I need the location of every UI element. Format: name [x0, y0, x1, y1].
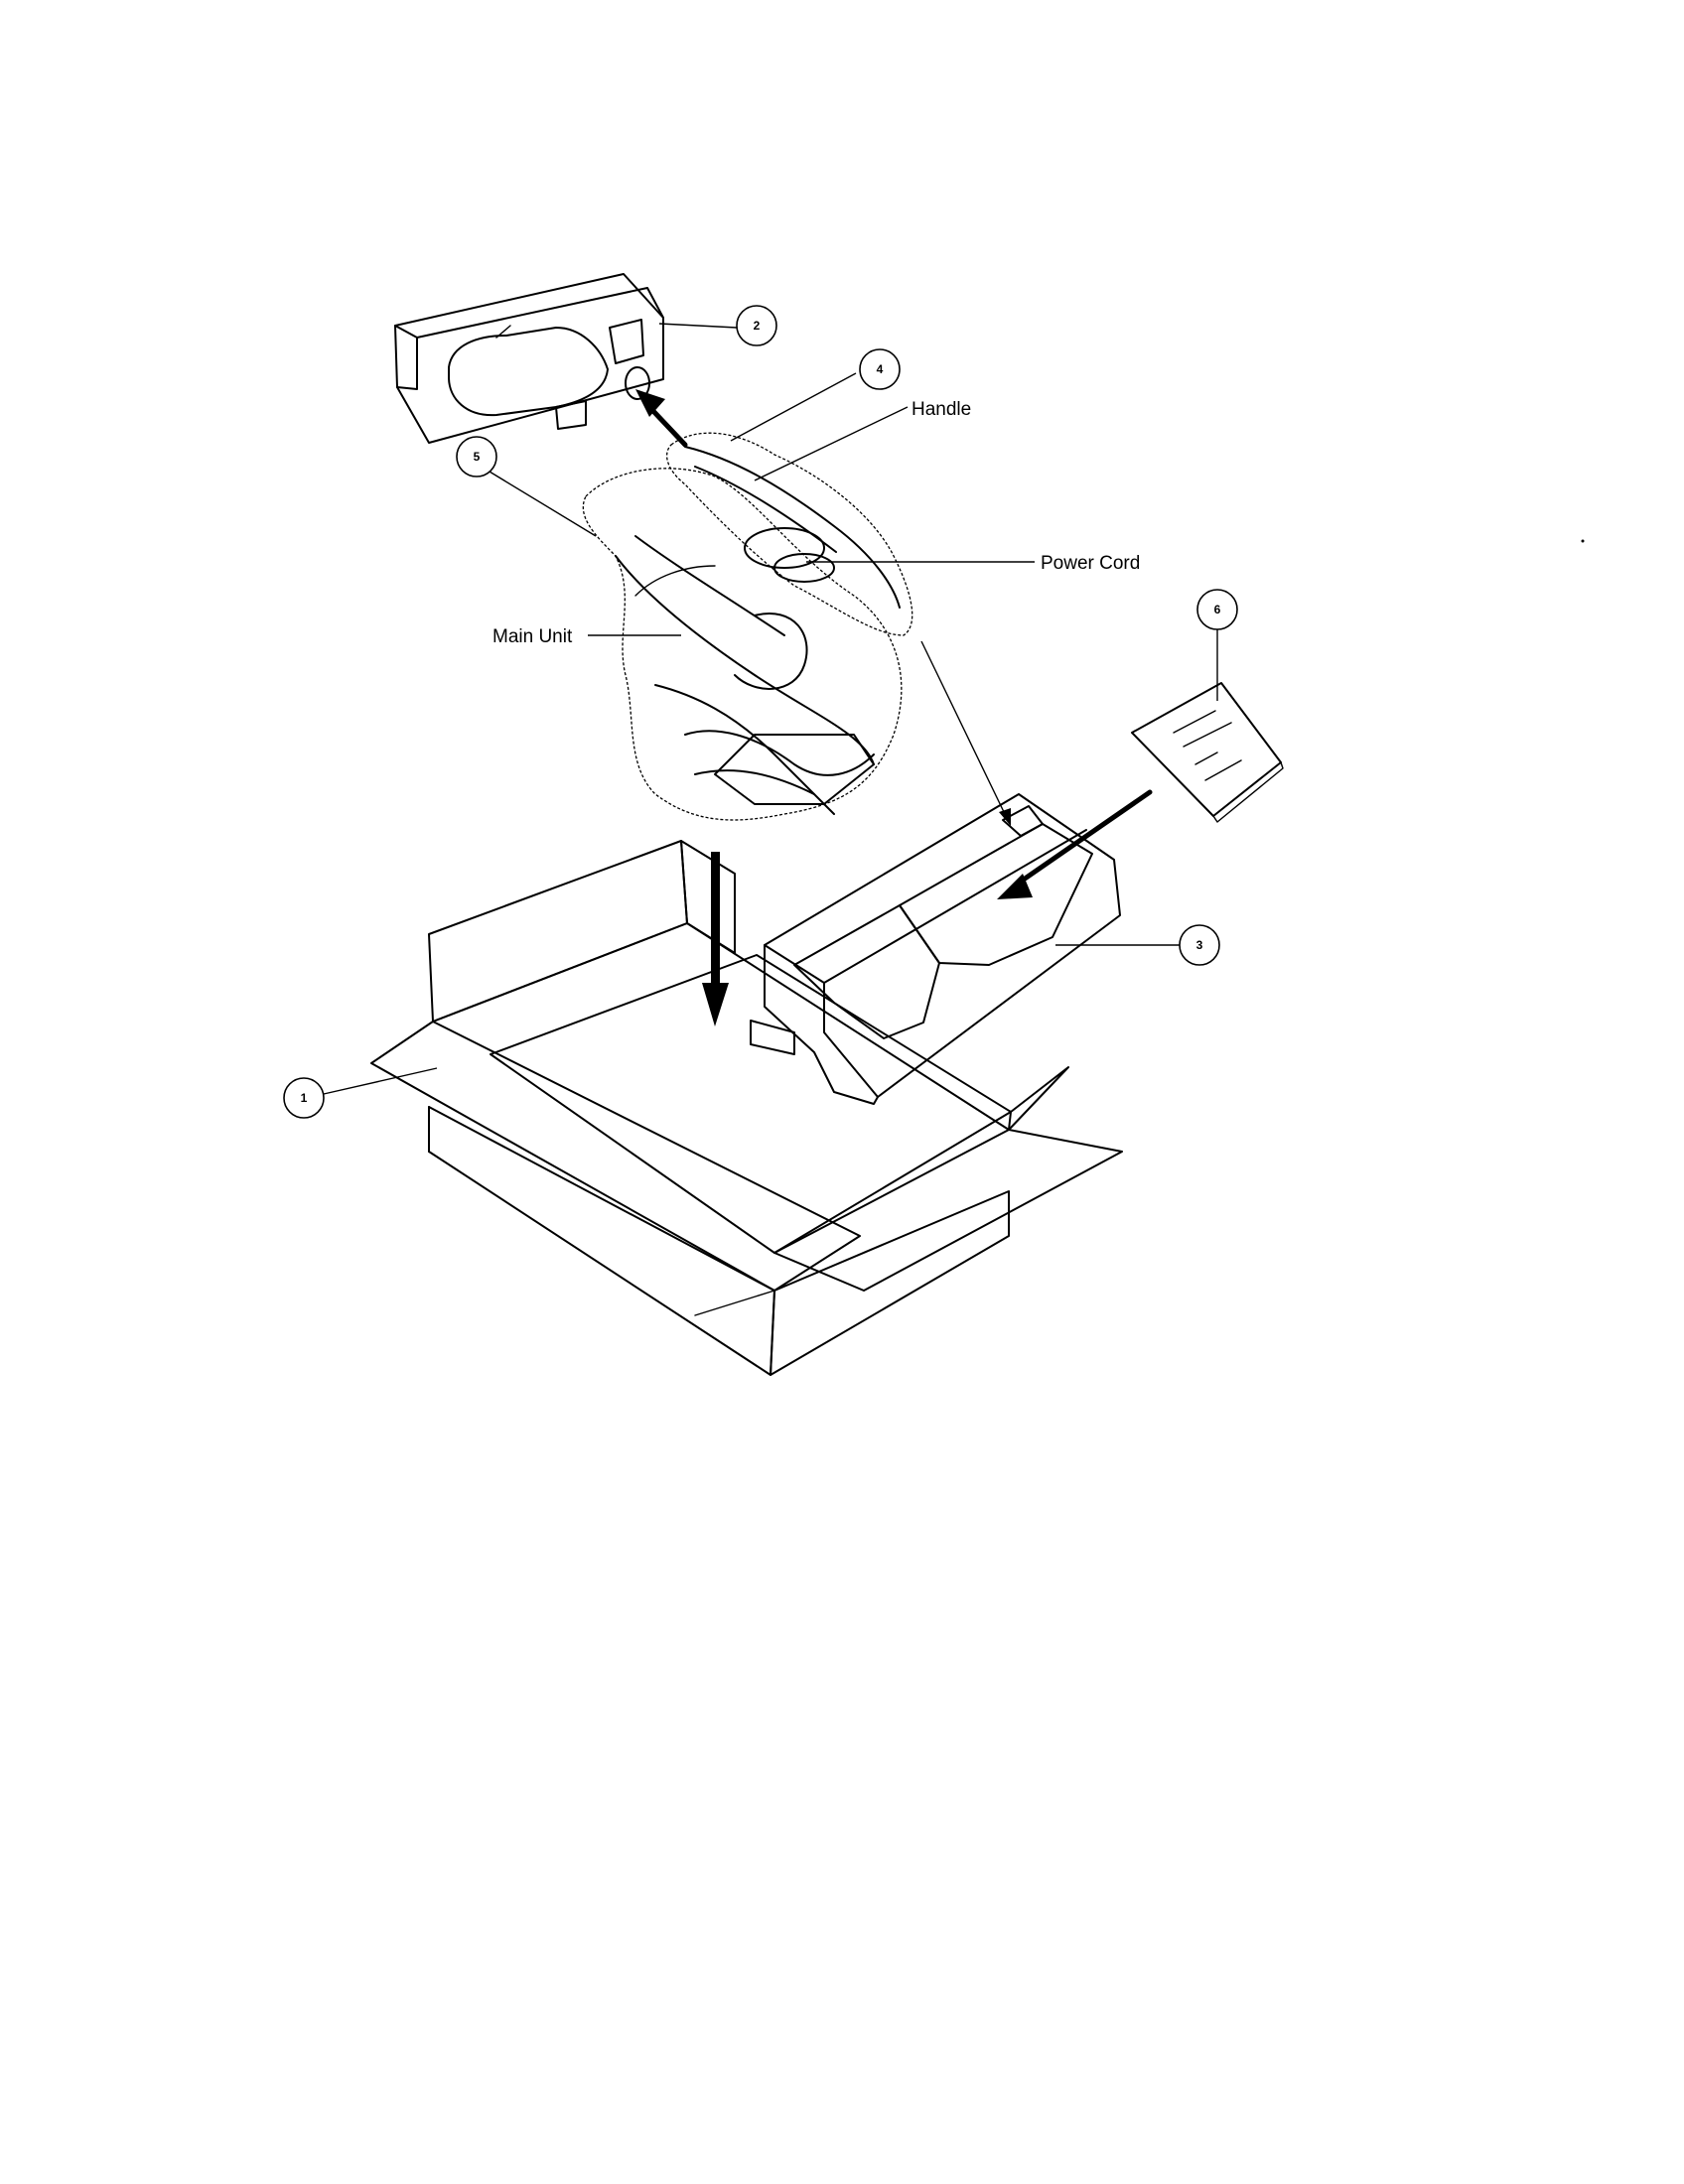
instruction-manual — [1131, 682, 1284, 823]
main-unit-in-bag — [582, 468, 903, 821]
callout-6: 6 — [1196, 589, 1238, 630]
label-power-cord: Power Cord — [1041, 553, 1140, 574]
label-main-unit: Main Unit — [492, 626, 573, 647]
callout-leaders — [323, 323, 1218, 1095]
callout-number: 2 — [754, 319, 761, 333]
callout-1: 1 — [283, 1077, 325, 1119]
callout-number: 6 — [1214, 603, 1221, 616]
bottom-foam-insert — [750, 793, 1121, 1105]
top-foam-insert — [394, 273, 664, 444]
label-handle: Handle — [912, 399, 971, 420]
callout-3: 3 — [1179, 924, 1220, 966]
callout-number: 4 — [877, 362, 884, 376]
callout-2: 2 — [736, 305, 777, 346]
callout-5: 5 — [456, 436, 497, 478]
stray-dot — [1581, 539, 1585, 543]
callout-number: 5 — [474, 450, 481, 464]
handle-in-bag — [665, 432, 913, 636]
callout-4: 4 — [859, 348, 901, 390]
callout-number: 3 — [1196, 938, 1203, 952]
callout-number: 1 — [301, 1091, 308, 1105]
assembly-arrows — [635, 389, 1153, 1026]
shipping-box — [370, 840, 1123, 1376]
